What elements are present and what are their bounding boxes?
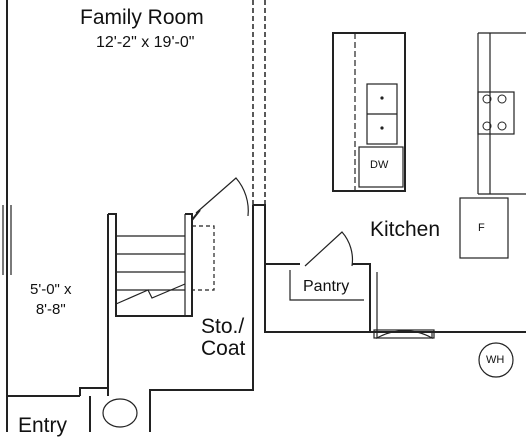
kitchen-counter: [477, 32, 526, 195]
dishwasher-box: [358, 146, 404, 188]
pantry-shelf: [289, 270, 364, 301]
stairs-line-1: 5'-0" x: [30, 281, 72, 298]
refrigerator-label: F: [478, 222, 485, 234]
storage-wall: [149, 204, 300, 396]
toilet-icon: [102, 398, 138, 428]
family-room-title: Family Room: [80, 6, 204, 29]
window-left: [2, 205, 12, 275]
storage-door-swing: [195, 177, 249, 217]
dishwasher-label: DW: [370, 159, 389, 171]
stair-treads: [116, 235, 185, 291]
cooktop-icon: [477, 91, 515, 135]
closet-door: [376, 272, 433, 340]
storage-line-2: Coat: [201, 337, 246, 360]
pantry-wall: [264, 263, 526, 333]
entry-closet-wall: [89, 396, 151, 432]
family-room-opening: [252, 0, 266, 205]
pantry-title: Pantry: [303, 278, 350, 295]
kitchen-title: Kitchen: [370, 218, 441, 241]
closet-door-jamb: [373, 329, 435, 339]
water-heater-icon: [478, 342, 514, 378]
exterior-wall-left: [6, 0, 80, 432]
stair-wall: [107, 213, 193, 396]
kitchen-island: [332, 32, 406, 192]
water-heater-label: WH: [486, 354, 505, 366]
family-room-size: 12'-2" x 19'-0": [96, 34, 195, 51]
storage-line-1: Sto./: [201, 315, 245, 338]
storage-coat-title: Sto./ Coat: [201, 316, 245, 360]
stairs-size: 5'-0" x 8'-8": [30, 280, 72, 320]
stair-break-line: [115, 283, 186, 305]
entry-title: Entry: [18, 414, 68, 437]
pantry-door-swing: [304, 231, 354, 267]
stairs-line-2: 8'-8": [35, 301, 66, 318]
exterior-wall-bottom: [79, 387, 108, 396]
refrigerator-box: [459, 197, 509, 259]
stair-landing: [191, 225, 215, 291]
